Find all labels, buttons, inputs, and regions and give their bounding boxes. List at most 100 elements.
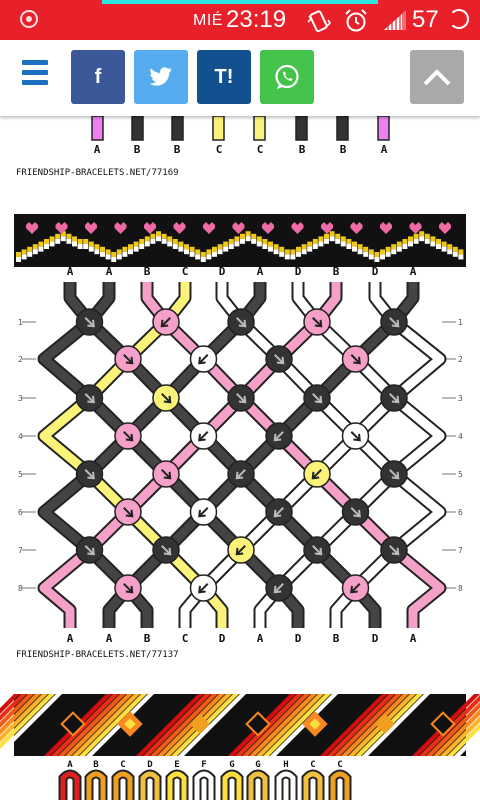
strand-label: B	[134, 143, 141, 156]
knot	[380, 536, 408, 564]
strand-end	[253, 116, 266, 141]
arrow-down-right-icon	[123, 431, 134, 442]
battery-level: 57	[412, 6, 439, 33]
strand-label: A	[410, 632, 417, 645]
arrow-down-left-icon	[198, 507, 209, 518]
strand-end	[212, 116, 225, 141]
arrow-down-right-icon	[389, 317, 400, 328]
arrow-down-right-icon	[84, 545, 95, 556]
arrow-down-right-icon	[312, 393, 323, 404]
arrow-down-right-icon	[123, 507, 134, 518]
row-number: 2	[18, 355, 23, 364]
knot	[152, 384, 180, 412]
strand-label: D	[219, 632, 226, 645]
thread	[60, 771, 80, 800]
strand-label: A	[94, 143, 101, 156]
arrow-down-left-icon	[235, 545, 246, 556]
strand-end	[295, 116, 308, 141]
row-number: 1	[458, 318, 463, 327]
thread	[167, 771, 187, 800]
arrow-down-right-icon	[312, 545, 323, 556]
tuenti-icon: T!	[214, 65, 234, 88]
strand-label: C	[257, 143, 264, 156]
knot	[380, 308, 408, 336]
strand-label: B	[144, 265, 151, 278]
arrow-down-left-icon	[198, 354, 209, 365]
strand-label: C	[182, 265, 189, 278]
knot	[152, 308, 180, 336]
twitter-share-button[interactable]	[134, 50, 188, 104]
status-day: MIÉ	[193, 12, 223, 29]
knot	[341, 345, 370, 373]
arrow-down-right-icon	[350, 431, 361, 442]
strand-label: B	[333, 632, 340, 645]
thread	[113, 771, 133, 800]
strand-end	[131, 116, 144, 141]
strand-label: C	[337, 760, 342, 770]
arrow-down-right-icon	[312, 317, 323, 328]
arrow-down-right-icon	[236, 393, 247, 404]
thread	[194, 771, 214, 800]
signal-icon	[384, 10, 406, 30]
knot	[341, 498, 370, 526]
menu-icon[interactable]	[22, 60, 48, 90]
arrow-down-right-icon	[161, 393, 172, 404]
arrow-down-right-icon	[161, 469, 172, 480]
share-toolbar: f T!	[0, 40, 480, 116]
knot	[75, 384, 104, 412]
knot	[189, 498, 218, 526]
strand-label: A	[67, 632, 74, 645]
thread	[140, 771, 160, 800]
knot	[303, 536, 331, 564]
whatsapp-share-button[interactable]	[260, 50, 314, 104]
arrow-down-left-icon	[273, 583, 284, 594]
strand-label: B	[93, 760, 99, 770]
strand-label: C	[310, 760, 315, 770]
row-number: 4	[458, 432, 463, 441]
strand-label: H	[283, 760, 288, 770]
knot	[114, 422, 142, 450]
chevron-up-icon	[423, 69, 451, 86]
strand-label: A	[257, 632, 264, 645]
battery-ring-icon	[449, 9, 469, 29]
strand-label: D	[372, 265, 379, 278]
arrow-down-right-icon	[123, 354, 134, 365]
knot	[114, 345, 142, 373]
knot	[189, 422, 218, 450]
knot	[227, 384, 255, 412]
knot	[303, 460, 331, 488]
arrow-down-left-icon	[350, 583, 361, 594]
arrow-down-left-icon	[235, 469, 246, 480]
arrow-down-left-icon	[311, 469, 322, 480]
row-number: 3	[458, 394, 463, 403]
strand-label: A	[381, 143, 388, 156]
status-bar: MIÉ 23:19 57	[0, 0, 480, 40]
arrow-down-right-icon	[389, 393, 400, 404]
row-number: 7	[458, 546, 463, 555]
arrow-down-right-icon	[84, 393, 95, 404]
strand-label: C	[216, 143, 223, 156]
scroll-to-top-button[interactable]	[410, 50, 464, 104]
pattern-next-preview	[0, 694, 480, 756]
status-accent-line	[102, 0, 378, 4]
pattern-credit: FRIENDSHIP-BRACELETS.NET/77137	[16, 650, 179, 660]
tuenti-share-button[interactable]: T!	[197, 50, 251, 104]
thread	[330, 771, 350, 800]
whatsapp-icon	[275, 64, 299, 89]
twitter-bird-icon	[149, 67, 172, 86]
arrow-down-right-icon	[236, 317, 247, 328]
strand-label: D	[372, 632, 379, 645]
knot	[227, 308, 255, 336]
thread	[303, 771, 323, 800]
facebook-share-button[interactable]: f	[71, 50, 125, 104]
strand-label: D	[295, 265, 302, 278]
strand-label: F	[201, 760, 206, 770]
strand-label: B	[174, 143, 181, 156]
row-number: 4	[18, 432, 23, 441]
strand-label: G	[255, 760, 260, 770]
knot	[341, 574, 370, 602]
knot	[303, 384, 331, 412]
pattern-credit: FRIENDSHIP-BRACELETS.NET/77169	[16, 168, 179, 178]
